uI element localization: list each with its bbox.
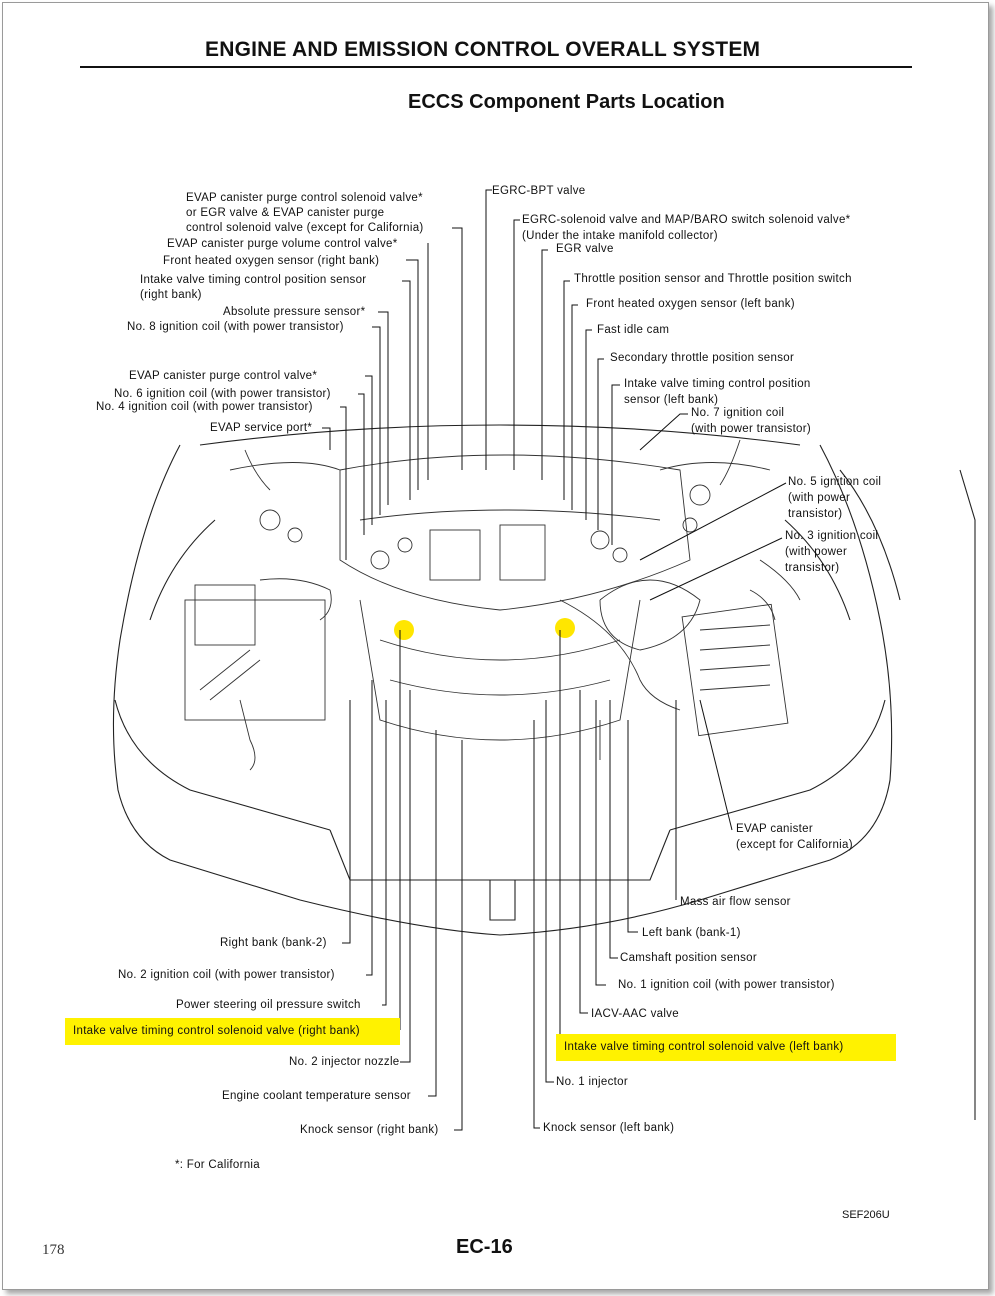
label-coolant-temp: Engine coolant temperature sensor	[222, 1090, 411, 1102]
label-egrc-solenoid-2: (Under the intake manifold collector)	[522, 230, 718, 242]
label-evap-purge-solenoid-1: EVAP canister purge control solenoid val…	[186, 192, 423, 204]
label-egrc-solenoid-1: EGRC-solenoid valve and MAP/BARO switch …	[522, 214, 851, 226]
page-subtitle: ECCS Component Parts Location	[408, 91, 725, 113]
label-coil-1: No. 1 ignition coil (with power transist…	[618, 979, 835, 991]
label-ivt-sensor-right-2: (right bank)	[140, 289, 202, 301]
engine-outline	[229, 439, 801, 771]
label-ps-switch: Power steering oil pressure switch	[176, 999, 361, 1011]
label-coil-7-1: No. 7 ignition coil	[691, 407, 785, 419]
label-right-bank: Right bank (bank-2)	[220, 937, 327, 949]
label-ivt-sensor-left-2: sensor (left bank)	[624, 394, 719, 406]
label-coil-3-1: No. 3 ignition coil	[785, 530, 879, 542]
label-coil-4: No. 4 ignition coil (with power transist…	[96, 401, 313, 413]
label-evap-purge-solenoid-3: control solenoid valve (except for Calif…	[186, 222, 424, 234]
section-page: EC-16	[456, 1236, 513, 1258]
car-body-outline	[112, 444, 893, 936]
label-knock-left: Knock sensor (left bank)	[543, 1122, 675, 1134]
label-maf: Mass air flow sensor	[680, 896, 791, 908]
label-injector-2: No. 2 injector nozzle	[289, 1056, 400, 1068]
label-ivt-sensor-right-1: Intake valve timing control position sen…	[140, 274, 367, 286]
hood-line	[199, 424, 801, 446]
label-secondary-throttle: Secondary throttle position sensor	[610, 352, 795, 364]
label-abs-pressure: Absolute pressure sensor*	[223, 306, 366, 318]
label-evap-purge-volume: EVAP canister purge volume control valve…	[167, 238, 398, 250]
label-evap-service-port: EVAP service port*	[210, 422, 313, 434]
label-front-o2-right: Front heated oxygen sensor (right bank)	[163, 255, 380, 267]
label-left-bank: Left bank (bank-1)	[642, 927, 741, 939]
label-injector-1: No. 1 injector	[556, 1076, 628, 1088]
marker-right-bank	[394, 620, 414, 640]
title-rule	[80, 66, 912, 68]
label-throttle-sensor: Throttle position sensor and Throttle po…	[574, 273, 852, 285]
label-evap-canister-1: EVAP canister	[736, 823, 813, 835]
label-coil-5-2: (with power	[788, 492, 851, 504]
leader-lines	[322, 189, 787, 1131]
label-coil-5-1: No. 5 ignition coil	[788, 476, 882, 488]
label-knock-right: Knock sensor (right bank)	[300, 1124, 439, 1136]
label-coil-3-2: (with power	[785, 546, 848, 558]
label-coil-6: No. 6 ignition coil (with power transist…	[114, 388, 331, 400]
label-evap-purge-valve: EVAP canister purge control valve*	[129, 370, 318, 382]
figure-code: SEF206U	[842, 1209, 890, 1221]
page-title: ENGINE AND EMISSION CONTROL OVERALL SYST…	[205, 38, 761, 61]
label-coil-3-3: transistor)	[785, 562, 840, 574]
label-ivt-sensor-left-1: Intake valve timing control position	[624, 378, 811, 390]
battery-outline	[184, 584, 326, 721]
footnote: *: For California	[175, 1159, 260, 1171]
label-coil-7-2: (with power transistor)	[691, 423, 812, 435]
label-coil-5-3: transistor)	[788, 508, 843, 520]
label-ivt-solenoid-right: Intake valve timing control solenoid val…	[65, 1018, 400, 1045]
page-number: 178	[42, 1242, 65, 1258]
air-cleaner-outline	[599, 579, 789, 737]
label-coil-8: No. 8 ignition coil (with power transist…	[127, 321, 344, 333]
label-iacv: IACV-AAC valve	[591, 1008, 679, 1020]
label-coil-2: No. 2 ignition coil (with power transist…	[118, 969, 335, 981]
marker-left-bank	[555, 618, 575, 638]
label-evap-purge-solenoid-2: or EGR valve & EVAP canister purge	[186, 207, 385, 219]
label-fast-idle-cam: Fast idle cam	[597, 324, 670, 336]
label-front-o2-left: Front heated oxygen sensor (left bank)	[586, 298, 795, 310]
label-camshaft: Camshaft position sensor	[620, 952, 757, 964]
label-evap-canister-2: (except for California)	[736, 839, 853, 851]
label-ivt-solenoid-left: Intake valve timing control solenoid val…	[556, 1034, 896, 1061]
label-egr-valve: EGR valve	[556, 243, 614, 255]
label-egrc-bpt: EGRC-BPT valve	[492, 185, 586, 197]
